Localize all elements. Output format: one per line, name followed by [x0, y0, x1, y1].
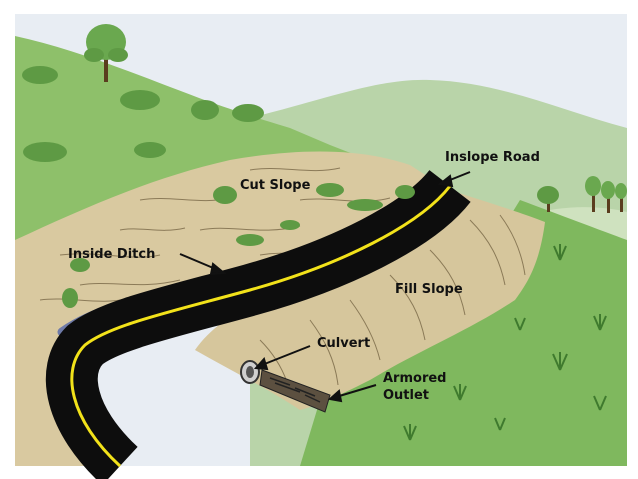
culvert — [240, 360, 260, 384]
trees-right — [537, 176, 627, 213]
label-inside-ditch: Inside Ditch — [68, 247, 155, 262]
fill-slope-soil — [195, 190, 545, 410]
label-armored-outlet-line2: Outlet — [383, 388, 429, 403]
label-inslope-road: Inslope Road — [445, 150, 540, 165]
meadow-plants — [403, 244, 607, 441]
label-culvert: Culvert — [317, 336, 370, 351]
cut-slope-soil — [15, 151, 430, 345]
armored-outlet-rocks — [259, 369, 331, 413]
label-fill-slope: Fill Slope — [395, 282, 463, 297]
road-centerline — [70, 185, 452, 468]
pointer-armored-outlet — [335, 384, 377, 398]
label-pointers — [179, 171, 471, 403]
pointer-culvert — [261, 345, 311, 366]
label-armored-outlet-line1: Armored — [383, 371, 446, 386]
culvert-opening — [246, 366, 254, 378]
bushes — [22, 66, 415, 308]
label-cut-slope: Cut Slope — [240, 178, 311, 193]
meadow — [300, 200, 627, 466]
lower-soil — [15, 320, 120, 466]
tree-top-left — [84, 24, 128, 82]
